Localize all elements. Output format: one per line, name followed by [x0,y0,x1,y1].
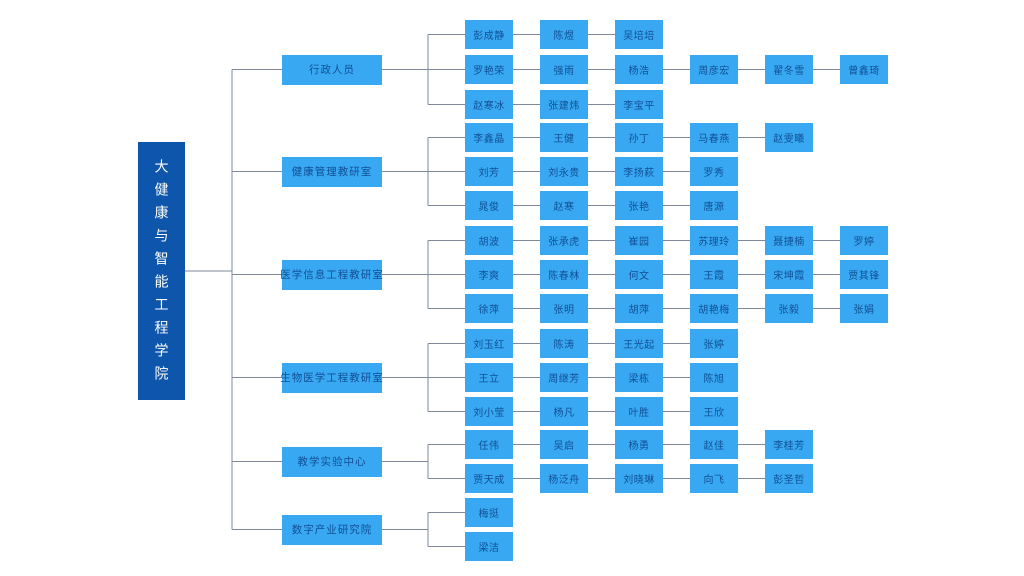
person-node: 李宝平 [615,90,663,119]
person-node: 刘永贵 [540,157,588,186]
person-node: 刘芳 [465,157,513,186]
person-node: 贾天成 [465,464,513,493]
department-node: 教学实验中心 [282,446,382,477]
person-node: 苏理玲 [690,226,738,255]
person-node: 张艳 [615,191,663,220]
department-node: 数字产业研究院 [282,514,382,545]
department-node: 行政人员 [282,54,382,85]
person-node: 胡萍 [615,294,663,323]
person-node: 梅挺 [465,498,513,527]
person-node: 吴培培 [615,20,663,49]
person-node: 张建炜 [540,90,588,119]
person-node: 赵雯曦 [765,123,813,152]
department-node: 医学信息工程教研室 [280,259,383,290]
root-node: 大健康与智能工程学院 [138,142,185,400]
person-node: 孙丁 [615,123,663,152]
person-node: 李桂芳 [765,430,813,459]
person-node: 杨泛舟 [540,464,588,493]
person-node: 周继芳 [540,363,588,392]
person-node: 强雨 [540,55,588,84]
person-node: 崔园 [615,226,663,255]
person-node: 刘晓琳 [615,464,663,493]
person-node: 罗婷 [840,226,888,255]
person-node: 晁俊 [465,191,513,220]
person-node: 唐源 [690,191,738,220]
person-node: 赵寒冰 [465,90,513,119]
person-node: 胡波 [465,226,513,255]
person-node: 李扬萩 [615,157,663,186]
person-node: 赵佳 [690,430,738,459]
person-node: 胡艳梅 [690,294,738,323]
person-node: 王欣 [690,397,738,426]
person-node: 彭成静 [465,20,513,49]
person-node: 翟冬雪 [765,55,813,84]
person-node: 叶胜 [615,397,663,426]
person-node: 何文 [615,260,663,289]
person-node: 王霞 [690,260,738,289]
person-node: 王光起 [615,329,663,358]
person-node: 王立 [465,363,513,392]
person-node: 李鑫晶 [465,123,513,152]
person-node: 张明 [540,294,588,323]
person-node: 陈煜 [540,20,588,49]
person-node: 张毅 [765,294,813,323]
person-node: 陈旭 [690,363,738,392]
person-node: 马春燕 [690,123,738,152]
person-node: 张婷 [690,329,738,358]
person-node: 罗秀 [690,157,738,186]
person-node: 任伟 [465,430,513,459]
person-node: 刘玉红 [465,329,513,358]
person-node: 梁洁 [465,532,513,561]
person-node: 张娟 [840,294,888,323]
person-node: 陈春林 [540,260,588,289]
person-node: 刘小莹 [465,397,513,426]
person-node: 梁栋 [615,363,663,392]
person-node: 杨浩 [615,55,663,84]
person-node: 彭圣哲 [765,464,813,493]
person-node: 李爽 [465,260,513,289]
person-node: 吴启 [540,430,588,459]
person-node: 赵寒 [540,191,588,220]
person-node: 徐萍 [465,294,513,323]
person-node: 聂捷楠 [765,226,813,255]
person-node: 杨勇 [615,430,663,459]
person-node: 杨凡 [540,397,588,426]
department-node: 健康管理教研室 [282,156,382,187]
person-node: 张承虎 [540,226,588,255]
person-node: 曾鑫琦 [840,55,888,84]
person-node: 向飞 [690,464,738,493]
person-node: 罗艳荣 [465,55,513,84]
person-node: 陈涛 [540,329,588,358]
person-node: 贾其锋 [840,260,888,289]
person-node: 宋坤霞 [765,260,813,289]
department-node: 生物医学工程教研室 [280,362,383,393]
person-node: 王健 [540,123,588,152]
person-node: 周彦宏 [690,55,738,84]
